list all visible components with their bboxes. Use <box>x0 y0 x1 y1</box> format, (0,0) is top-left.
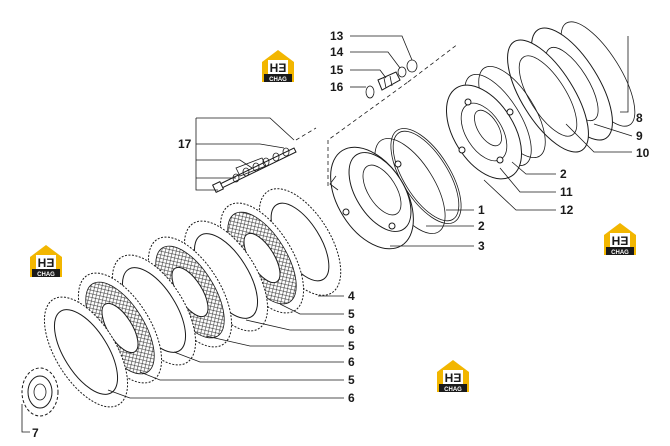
leader-line <box>350 51 401 69</box>
logo-word: CHAG <box>37 272 55 278</box>
callout-12: 12 <box>560 203 574 217</box>
callout-16: 16 <box>330 80 344 94</box>
logo-mark: HƎ <box>38 256 55 270</box>
logo-watermark: HƎ CHAG <box>437 360 469 393</box>
callout-9: 9 <box>636 129 643 143</box>
leader-line <box>350 69 387 79</box>
leader-line <box>279 303 344 315</box>
valve-ring-part-13 <box>406 59 418 73</box>
alignment-line <box>327 81 409 186</box>
leader-line <box>620 36 629 113</box>
callout-13: 13 <box>330 29 344 43</box>
callout-4: 4 <box>348 289 355 303</box>
leader-line <box>21 404 30 433</box>
leader-line <box>196 117 295 141</box>
callout-11: 11 <box>560 185 573 199</box>
valve-ring-part-14 <box>397 66 407 78</box>
leader-line <box>195 118 218 191</box>
logo-watermark: HƎ CHAG <box>604 223 636 256</box>
callout-5-middle: 5 <box>348 339 355 353</box>
callout-14: 14 <box>330 45 344 59</box>
alignment-line <box>407 43 459 83</box>
logo-watermark: HƎ CHAG <box>30 245 62 278</box>
clutch-housing-part-3 <box>329 146 414 250</box>
callout-10: 10 <box>636 146 650 160</box>
callout-1: 1 <box>478 203 485 217</box>
leader-line <box>205 335 344 347</box>
piston-part-12 <box>445 84 523 180</box>
leader-line <box>483 179 556 211</box>
leader-line <box>173 351 344 363</box>
callout-8: 8 <box>636 111 643 125</box>
gear-part-7 <box>21 367 59 417</box>
valve-plug-part-16 <box>365 85 375 99</box>
alignment-line <box>295 127 317 141</box>
callout-6-top: 6 <box>348 323 355 337</box>
callout-7: 7 <box>32 426 39 440</box>
leader-line <box>196 159 253 169</box>
logo-word: CHAG <box>611 250 629 256</box>
callout-15: 15 <box>330 63 344 77</box>
steel-disc-part-6-bottom <box>43 296 129 408</box>
leader-line <box>139 371 344 381</box>
friction-disc-part-5-middle <box>147 236 233 348</box>
leader-line <box>511 161 556 175</box>
leader-line <box>565 123 632 153</box>
friction-disc-part-5-top <box>219 202 305 314</box>
disc-part-10 <box>507 39 589 153</box>
callout-17: 17 <box>178 137 192 151</box>
callout-2-middle: 2 <box>478 219 485 233</box>
callout-2-upper: 2 <box>560 167 567 181</box>
leader-line <box>593 123 633 137</box>
pressure-plate-part-4 <box>258 188 342 296</box>
callout-6-bottom: 6 <box>348 391 355 405</box>
leader-line <box>350 35 413 61</box>
logo-watermark: HƎ CHAG <box>262 50 294 83</box>
logo-mark: HƎ <box>612 234 629 248</box>
leader-line <box>196 143 285 149</box>
bolt-set-part-17 <box>211 147 297 194</box>
logo-mark: HƎ <box>270 61 287 75</box>
leader-line <box>499 167 556 193</box>
logo-word: CHAG <box>269 77 287 83</box>
valve-spool-part-15 <box>377 71 401 91</box>
logo-word: CHAG <box>444 387 462 393</box>
callout-5-top: 5 <box>348 307 355 321</box>
logo-mark: HƎ <box>445 371 462 385</box>
callout-5-bottom: 5 <box>348 373 355 387</box>
callout-3: 3 <box>478 239 485 253</box>
leader-line <box>245 319 344 331</box>
leader-line <box>107 389 344 399</box>
callout-6-middle: 6 <box>348 355 355 369</box>
